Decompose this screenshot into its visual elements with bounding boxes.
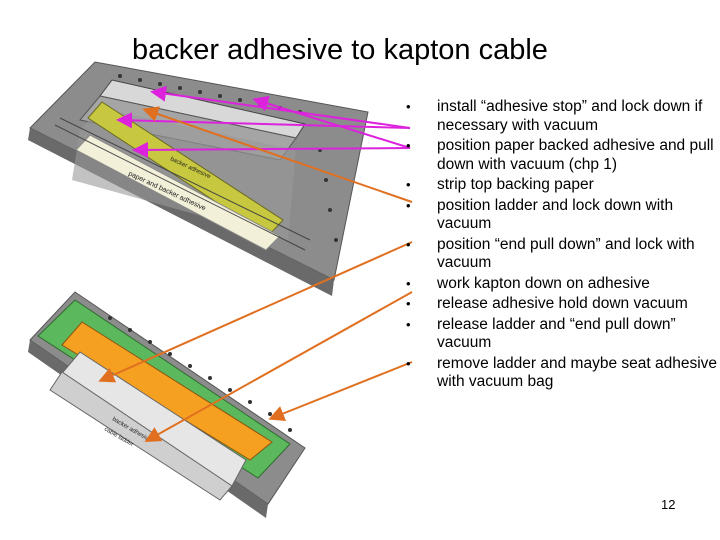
- magenta-arrows: [116, 85, 411, 158]
- step-item: release adhesive hold down vacuum: [404, 295, 720, 314]
- lower-fixture: backer adhesive cable ladder: [28, 291, 306, 518]
- step-item: release ladder and “end pull down” vacuu…: [404, 316, 720, 353]
- step-item: position ladder and lock down with vacuu…: [404, 197, 720, 234]
- slide-title: backer adhesive to kapton cable: [132, 34, 548, 66]
- step-item: remove ladder and maybe seat adhesive wi…: [404, 355, 720, 392]
- step-item: work kapton down on adhesive: [404, 275, 720, 294]
- page-number: 12: [661, 497, 676, 512]
- step-item: install “adhesive stop” and lock down if…: [404, 98, 720, 135]
- step-item: position paper backed adhesive and pull …: [404, 137, 720, 174]
- step-item: strip top backing paper: [404, 176, 720, 195]
- orange-arrows: [98, 106, 413, 442]
- step-list: install “adhesive stop” and lock down if…: [404, 98, 720, 394]
- upper-fixture: paper and backer adhesive backer adhesiv…: [28, 61, 369, 296]
- step-item: position “end pull down” and lock with v…: [404, 236, 720, 273]
